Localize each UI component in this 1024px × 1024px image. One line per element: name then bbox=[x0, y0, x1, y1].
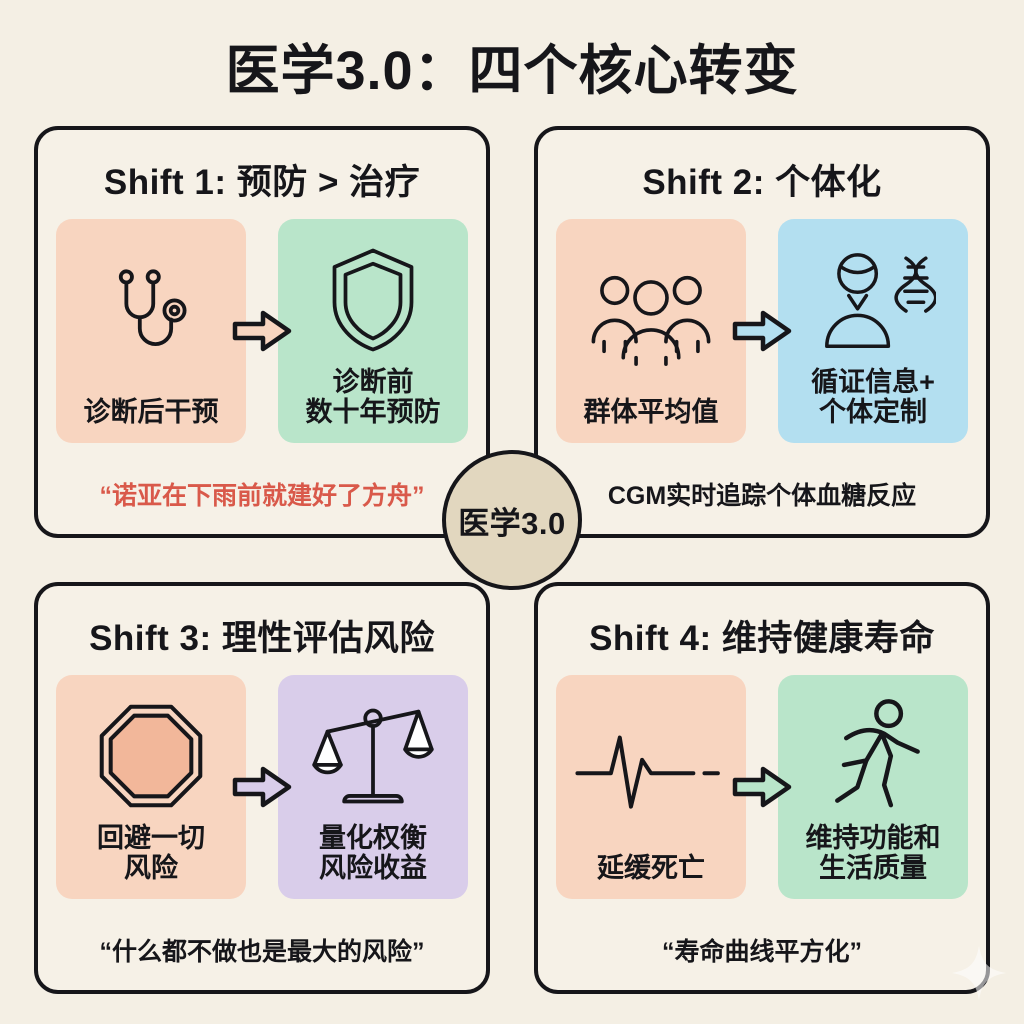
shift-card-1-to-panel: 诊断前 数十年预防 bbox=[278, 219, 468, 443]
stop-sign-icon bbox=[62, 689, 240, 823]
shift-card-4-to-label: 维持功能和 生活质量 bbox=[805, 822, 941, 883]
page-title: 医学3.0：四个核心转变 bbox=[225, 41, 799, 101]
shift-card-2-title: Shift 2: 个体化 bbox=[642, 163, 882, 202]
stethoscope-icon bbox=[62, 233, 240, 397]
shift-card-1: Shift 1: 预防 > 治疗 诊断后干预 bbox=[34, 126, 490, 538]
shift-card-1-from-panel: 诊断后干预 bbox=[56, 219, 246, 443]
shift-card-1-caption: “诺亚在下雨前就建好了方舟” bbox=[99, 482, 425, 510]
shift-card-4-title: Shift 4: 维持健康寿命 bbox=[589, 619, 935, 658]
sparkle-decoration-icon bbox=[951, 945, 1007, 1001]
right-arrow-icon bbox=[232, 310, 292, 352]
balance-scale-icon bbox=[284, 689, 462, 823]
shift-card-3-caption: “什么都不做也是最大的风险” bbox=[99, 938, 425, 966]
shift-card-3-pair: 回避一切 风险 量 bbox=[56, 675, 468, 899]
shift-card-3-to-panel: 量化权衡 风险收益 bbox=[278, 675, 468, 899]
ecg-flatline-icon bbox=[562, 689, 740, 853]
shift-card-4-to-panel: 维持功能和 生活质量 bbox=[778, 675, 968, 899]
shift-card-1-pair: 诊断后干预 诊断前 数十年预防 bbox=[56, 219, 468, 443]
shift-card-2: Shift 2: 个体化 群体平均值 bbox=[534, 126, 990, 538]
shift-card-3-from-label: 回避一切 风险 bbox=[97, 822, 205, 883]
center-hub-label: 医学3.0 bbox=[458, 505, 566, 541]
shift-card-1-title: Shift 1: 预防 > 治疗 bbox=[103, 163, 421, 202]
person-dna-icon bbox=[784, 233, 962, 367]
shift-card-4-from-label: 延缓死亡 bbox=[597, 852, 705, 883]
shift-card-4-pair: 延缓死亡 维持功能和 生活质量 bbox=[556, 675, 968, 899]
people-group-icon bbox=[562, 233, 740, 397]
shift-card-3: Shift 3: 理性评估风险 回避一切 风险 bbox=[34, 582, 490, 994]
shift-card-2-caption: CGM实时追踪个体血糖反应 bbox=[607, 482, 917, 510]
shift-card-4-caption: “寿命曲线平方化” bbox=[661, 938, 862, 966]
shift-card-4-from-panel: 延缓死亡 bbox=[556, 675, 746, 899]
shift-card-2-from-panel: 群体平均值 bbox=[556, 219, 746, 443]
shield-icon bbox=[284, 233, 462, 367]
shift-card-1-from-label: 诊断后干预 bbox=[83, 396, 219, 427]
right-arrow-icon bbox=[732, 766, 792, 808]
right-arrow-icon bbox=[732, 310, 792, 352]
shift-card-2-pair: 群体平均值 循证信息+ 个体定制 bbox=[556, 219, 968, 443]
shift-grid: Shift 1: 预防 > 治疗 诊断后干预 bbox=[34, 126, 990, 994]
right-arrow-icon bbox=[232, 766, 292, 808]
shift-card-2-from-label: 群体平均值 bbox=[583, 396, 719, 427]
shift-card-3-title: Shift 3: 理性评估风险 bbox=[89, 619, 435, 658]
center-hub-badge: 医学3.0 bbox=[442, 450, 582, 590]
shift-card-1-to-label: 诊断前 数十年预防 bbox=[305, 366, 441, 427]
shift-card-4: Shift 4: 维持健康寿命 延缓死亡 bbox=[534, 582, 990, 994]
running-person-icon bbox=[784, 689, 962, 823]
shift-card-2-to-panel: 循证信息+ 个体定制 bbox=[778, 219, 968, 443]
shift-card-3-to-label: 量化权衡 风险收益 bbox=[319, 822, 427, 883]
shift-card-2-to-label: 循证信息+ 个体定制 bbox=[811, 366, 935, 427]
shift-card-3-from-panel: 回避一切 风险 bbox=[56, 675, 246, 899]
